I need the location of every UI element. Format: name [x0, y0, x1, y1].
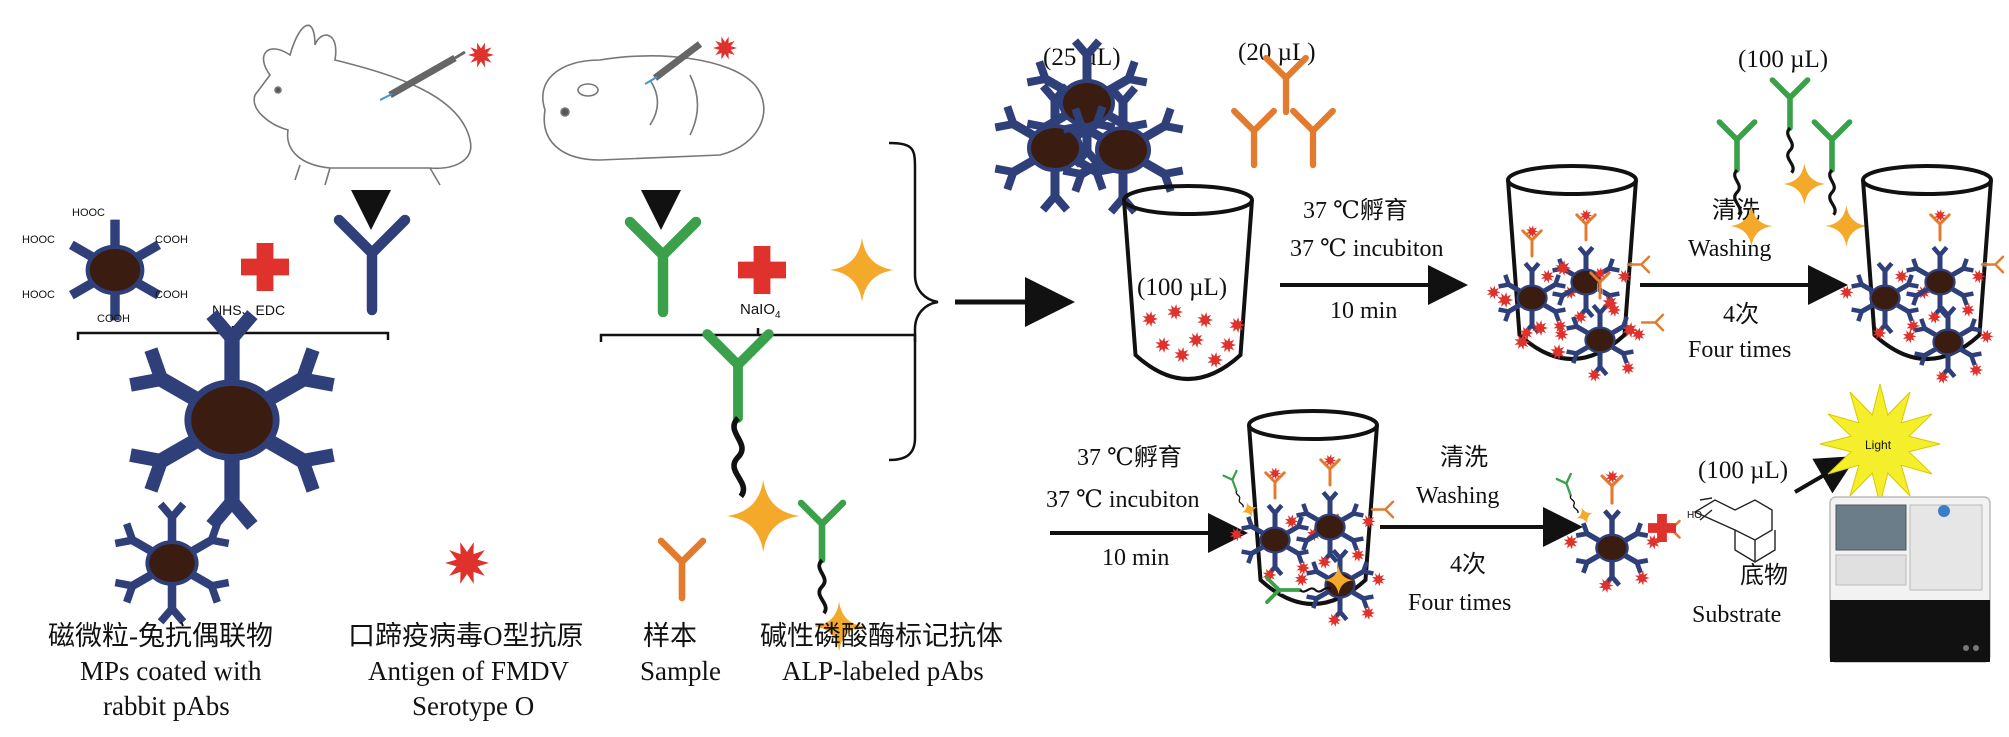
legend-alp-cn: 碱性磷酸酶标记抗体	[760, 621, 1003, 651]
plus-sign-left	[241, 243, 289, 291]
nhs-edc-label: NHS、EDC	[212, 302, 285, 318]
legend-antigen-en2: Serotype O	[412, 691, 534, 721]
wash1-count-en: Four times	[1688, 337, 1791, 363]
rabbit-antibody	[333, 214, 411, 316]
sample-antibody-cluster	[1231, 54, 1336, 169]
mp-cooh-particle	[68, 219, 162, 321]
naio4-label: NaIO4	[740, 301, 781, 321]
volume-alp: (100 µL)	[1738, 46, 1828, 73]
alp-enzyme-star	[830, 238, 894, 302]
volume-antigen: (100 µL)	[1137, 274, 1227, 301]
step1-incubate-en: 37 ℃ incubiton	[1290, 236, 1444, 262]
curly-bracket	[888, 141, 939, 462]
legend-sample-cn: 样本	[643, 621, 697, 651]
wash1-count-cn: 4次	[1723, 301, 1759, 328]
final-complex	[1555, 470, 1681, 593]
tube-after-incubation-2	[1222, 409, 1395, 627]
plus-sign-substrate	[1648, 514, 1676, 542]
goat-antibody	[624, 216, 702, 318]
step2-incubate-en: 37 ℃ incubiton	[1046, 487, 1200, 513]
light-burst: Light	[1819, 383, 1941, 505]
wash1-en: Washing	[1688, 236, 1771, 262]
cooh-label-6: COOH	[97, 313, 130, 325]
substrate-en: Substrate	[1692, 602, 1781, 628]
syringe-rabbit	[379, 50, 466, 101]
tube-antigen	[1122, 184, 1254, 381]
legend-alp-text: 碱性磷酸酶标记抗体 ALP-labeled pAbs	[760, 621, 1003, 686]
substrate-cn: 底物	[1740, 562, 1788, 589]
legend-icon-alp	[797, 499, 864, 652]
legend-antigen-en1: Antigen of FMDV	[368, 656, 569, 686]
alp-labeled-antibody-product	[702, 329, 800, 553]
step2-incubate-cn: 37 ℃孵育	[1077, 444, 1182, 471]
wash2-cn: 清洗	[1440, 444, 1488, 471]
cooh-label-4: HOOC	[22, 289, 55, 301]
step1-incubate-cn: 37 ℃孵育	[1303, 197, 1408, 224]
legend-antigen-text: 口蹄疫病毒O型抗原 Antigen of FMDV Serotype O	[348, 621, 584, 721]
cooh-label-3: COOH	[155, 234, 188, 246]
syringe-guinea-pig	[644, 41, 703, 85]
wash2-count-en: Four times	[1408, 590, 1511, 616]
cooh-label-5: COOH	[155, 289, 188, 301]
cooh-label-1: HOOC	[72, 207, 105, 219]
mp-reagent-cluster	[994, 38, 1184, 215]
legend-sample-text: 样本 Sample	[640, 621, 721, 686]
substrate-ho-label: HO	[1687, 510, 1702, 521]
legend-mp-text: 磁微粒-兔抗偶联物 MPs coated with rabbit pAbs	[48, 621, 273, 721]
volume-substrate: (100 µL)	[1698, 457, 1788, 484]
cooh-label-2: HOOC	[22, 234, 55, 246]
legend-icon-mp	[114, 501, 230, 625]
legend-icon-antigen	[445, 542, 489, 584]
alp-reagent-cluster	[1716, 77, 1868, 247]
free-alp-antibody	[1265, 565, 1353, 605]
chemiluminescence-analyzer	[1829, 496, 1991, 663]
antigen-mark-guinea-pig	[713, 36, 737, 60]
step2-time: 10 min	[1102, 545, 1169, 571]
legend-mp-cn: 磁微粒-兔抗偶联物	[48, 621, 273, 651]
antigen-mark-rabbit	[468, 42, 494, 68]
plus-sign-right	[738, 246, 786, 294]
substrate-molecule	[1693, 497, 1776, 563]
tube-after-wash-1	[1839, 164, 2005, 384]
tube-after-incubation-1	[1486, 164, 1665, 382]
legend-mp-en1: MPs coated with	[80, 656, 262, 686]
light-label: Light	[1865, 438, 1892, 452]
legend-icon-sample	[657, 537, 707, 602]
rabbit-illustration	[253, 24, 472, 186]
mp-conjugate-product	[129, 310, 335, 530]
legend-sample-en1: Sample	[640, 656, 721, 686]
legend-alp-en1: ALP-labeled pAbs	[782, 656, 984, 686]
wash2-count-cn: 4次	[1450, 551, 1486, 578]
guinea-pig-illustration	[542, 55, 765, 161]
legend-antigen-cn: 口蹄疫病毒O型抗原	[348, 621, 584, 651]
legend-mp-en2: rabbit pAbs	[103, 691, 230, 721]
wash2-en: Washing	[1416, 483, 1499, 509]
step1-time: 10 min	[1330, 298, 1397, 324]
